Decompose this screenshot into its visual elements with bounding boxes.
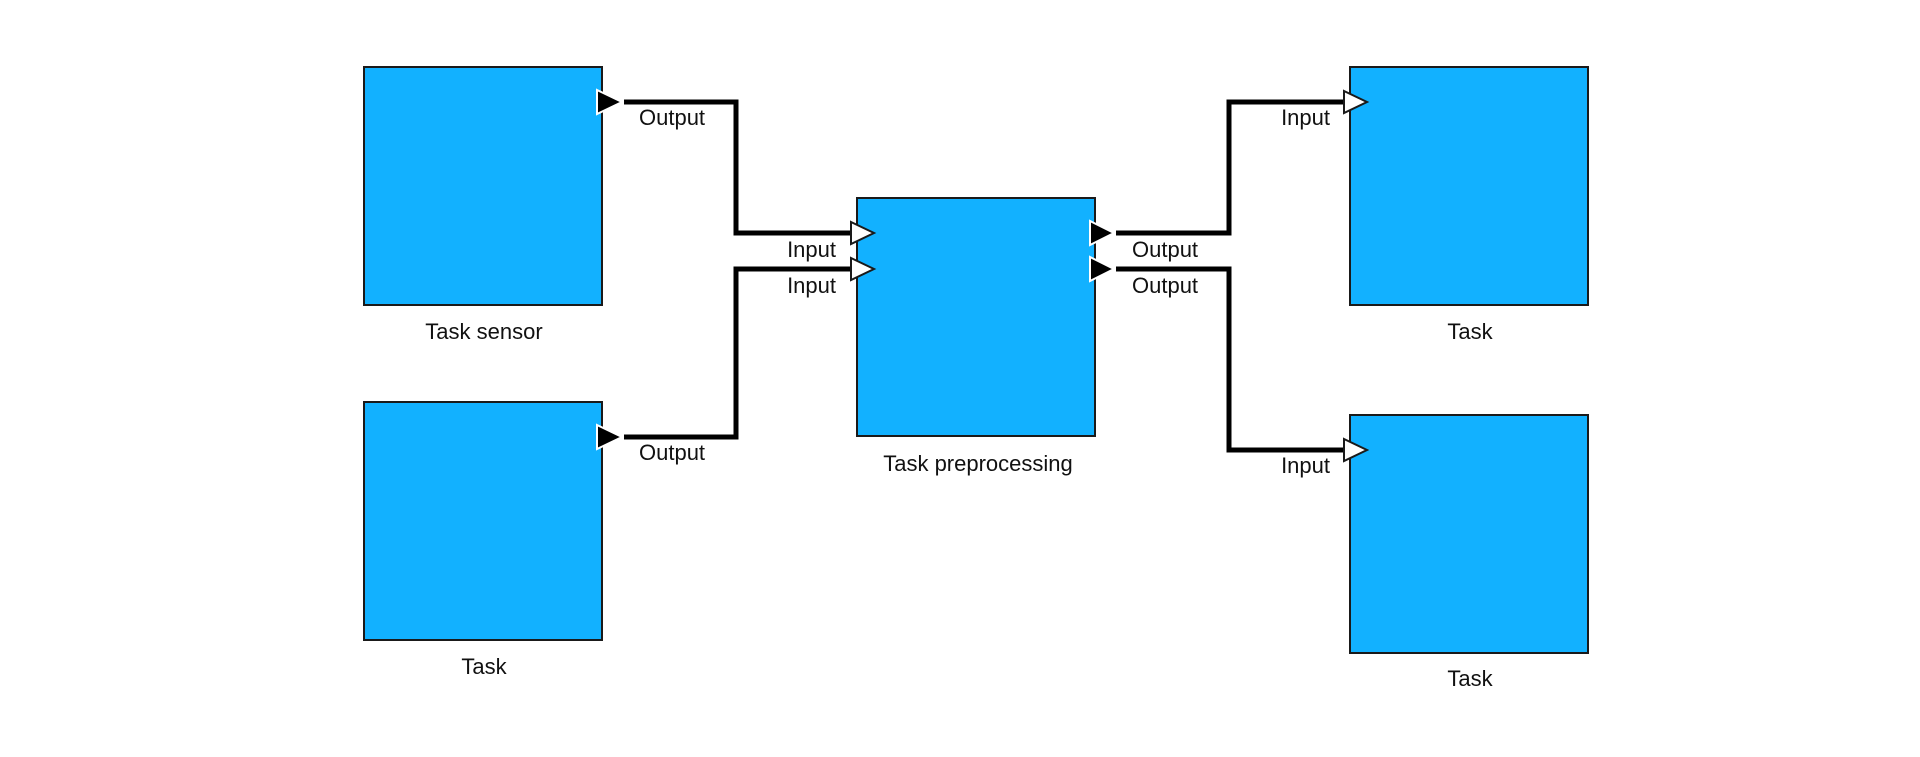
output-port-label: Output	[639, 105, 705, 130]
task-node-sink-top[interactable]: Task Input	[1281, 66, 1589, 344]
task-label: Task	[461, 654, 507, 679]
task-node-sensor[interactable]: Task sensor Output	[363, 66, 705, 344]
task-label: Task preprocessing	[883, 451, 1073, 476]
task-node-preprocessing[interactable]: Task preprocessing Input Input Output Ou…	[787, 197, 1198, 476]
input-port-label: Input	[1281, 105, 1330, 130]
task-box[interactable]	[856, 197, 1096, 437]
task-box[interactable]	[1349, 66, 1589, 306]
input-port-label: Input	[787, 273, 836, 298]
task-node-source[interactable]: Task Output	[363, 401, 705, 679]
wire-task-to-preprocessing	[624, 266, 853, 440]
output-port-icon[interactable]	[596, 423, 625, 451]
input-port-icon[interactable]	[1343, 89, 1370, 115]
input-port-icon[interactable]	[850, 220, 877, 246]
task-node-sink-bottom[interactable]: Task Input	[1281, 414, 1589, 691]
input-port-icon[interactable]	[1343, 437, 1370, 463]
output-port-icon[interactable]	[596, 88, 625, 116]
output-port-icon[interactable]	[1089, 219, 1117, 247]
task-box[interactable]	[363, 401, 603, 641]
input-port-label: Input	[1281, 453, 1330, 478]
input-port-label: Input	[787, 237, 836, 262]
output-port-label: Output	[1132, 273, 1198, 298]
wire-preprocessing-to-bottom-task	[1116, 266, 1345, 453]
input-port-icon[interactable]	[850, 256, 877, 282]
wire-sensor-to-preprocessing	[624, 99, 853, 236]
output-port-icon[interactable]	[1089, 255, 1117, 283]
task-label: Task	[1447, 319, 1493, 344]
task-box[interactable]	[1349, 414, 1589, 654]
output-port-label: Output	[639, 440, 705, 465]
wire-preprocessing-to-top-task	[1116, 99, 1345, 236]
task-label: Task	[1447, 666, 1493, 691]
task-box[interactable]	[363, 66, 603, 306]
output-port-label: Output	[1132, 237, 1198, 262]
task-label: Task sensor	[425, 319, 542, 344]
